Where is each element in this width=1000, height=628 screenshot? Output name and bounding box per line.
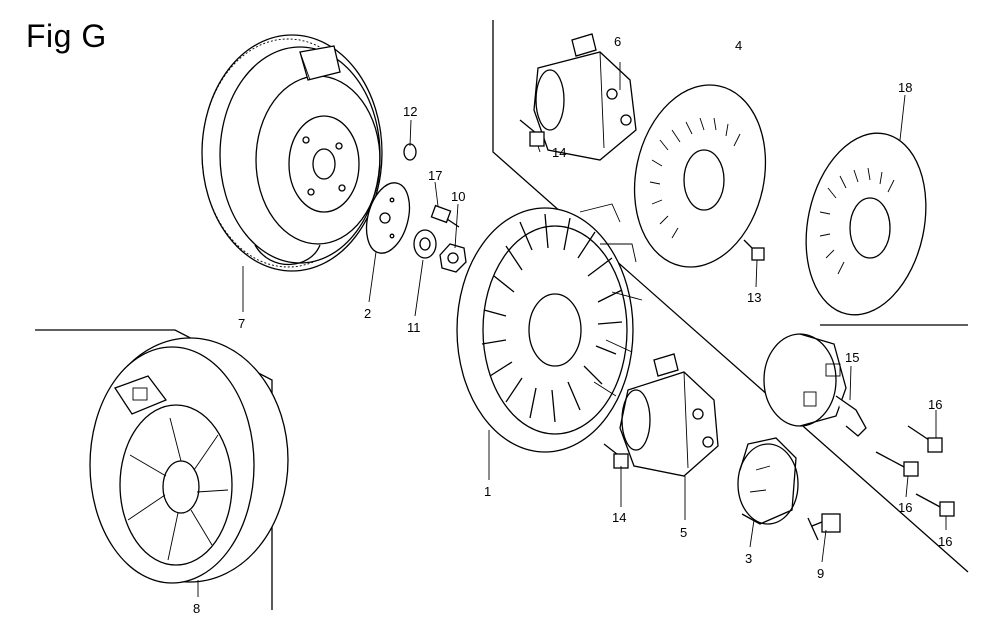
callout-17: 17: [428, 168, 442, 183]
screw-part-14-lower: [603, 443, 629, 469]
magnet-holder-part-5: [619, 353, 719, 477]
callout-4: 4: [735, 38, 742, 53]
bolts-part-16: [875, 425, 955, 517]
disc-part-18: [805, 132, 927, 316]
callout-14-upper: 14: [552, 145, 566, 160]
callout-3: 3: [745, 551, 752, 566]
key-part-12: [403, 143, 417, 161]
callout-15: 15: [845, 350, 859, 365]
leader-lines: [197, 62, 947, 597]
callout-16-a: 16: [928, 397, 942, 412]
callout-8: 8: [193, 601, 200, 616]
callout-2: 2: [364, 306, 371, 321]
hub-part-15: [763, 333, 867, 437]
plate-part-2: [365, 182, 411, 254]
disc-part-4: [633, 84, 767, 268]
washer-part-11: [413, 229, 437, 259]
starter-cup-part-3: [737, 437, 799, 525]
figure-title: Fig G: [26, 18, 107, 54]
callout-14-lower: 14: [612, 510, 626, 525]
bolt-part-17: [430, 204, 460, 228]
flywheel-part-7: [201, 34, 383, 272]
callout-10: 10: [451, 189, 465, 204]
callout-labels: 1 2 3 4 5 6 7 8 9 10 11 12 13 14 14 15 1…: [193, 34, 952, 616]
magnet-holder-part-6: [533, 33, 637, 161]
bolt-part-9: [807, 513, 841, 541]
callout-5: 5: [680, 525, 687, 540]
callout-7: 7: [238, 316, 245, 331]
nut-part-10: [439, 243, 467, 273]
callout-18: 18: [898, 80, 912, 95]
cooling-fan-part-1: [456, 203, 643, 453]
callout-6: 6: [614, 34, 621, 49]
callout-16-b: 16: [898, 500, 912, 515]
callout-1: 1: [484, 484, 491, 499]
callout-9: 9: [817, 566, 824, 581]
screw-part-13: [743, 239, 765, 261]
callout-11: 11: [407, 320, 421, 335]
callout-16-c: 16: [938, 534, 952, 549]
callout-13: 13: [747, 290, 761, 305]
fan-cover-part-8: [89, 337, 289, 584]
callout-12: 12: [403, 104, 417, 119]
screw-part-14-upper: [519, 119, 545, 147]
